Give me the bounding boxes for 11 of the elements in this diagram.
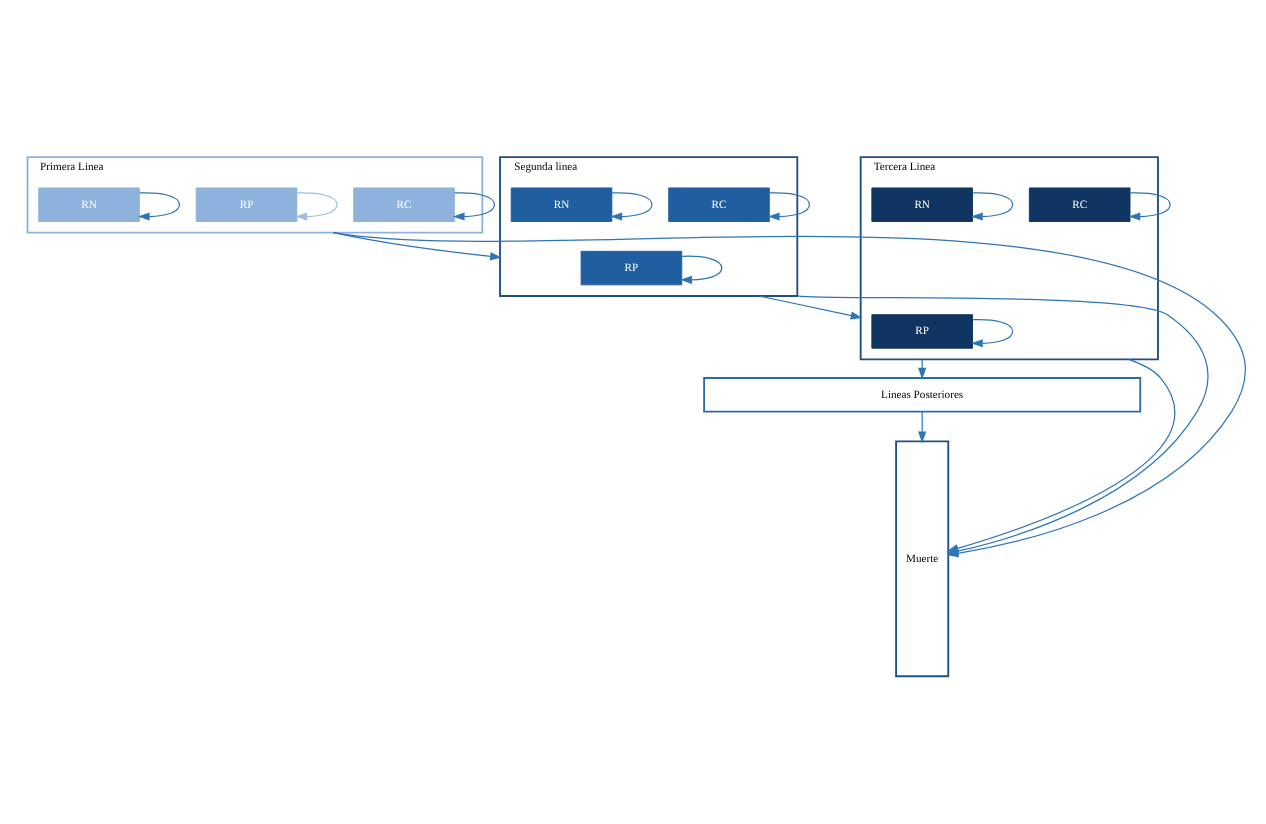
arrow — [918, 410, 927, 443]
arrow — [295, 191, 338, 220]
arrow — [610, 191, 653, 220]
arrow — [767, 191, 811, 220]
arrow — [758, 294, 863, 319]
arrow — [680, 254, 723, 284]
arrow — [1128, 191, 1171, 220]
arrow — [971, 191, 1014, 220]
arrow — [971, 317, 1014, 347]
arrow — [452, 191, 496, 220]
arrow — [137, 191, 181, 220]
